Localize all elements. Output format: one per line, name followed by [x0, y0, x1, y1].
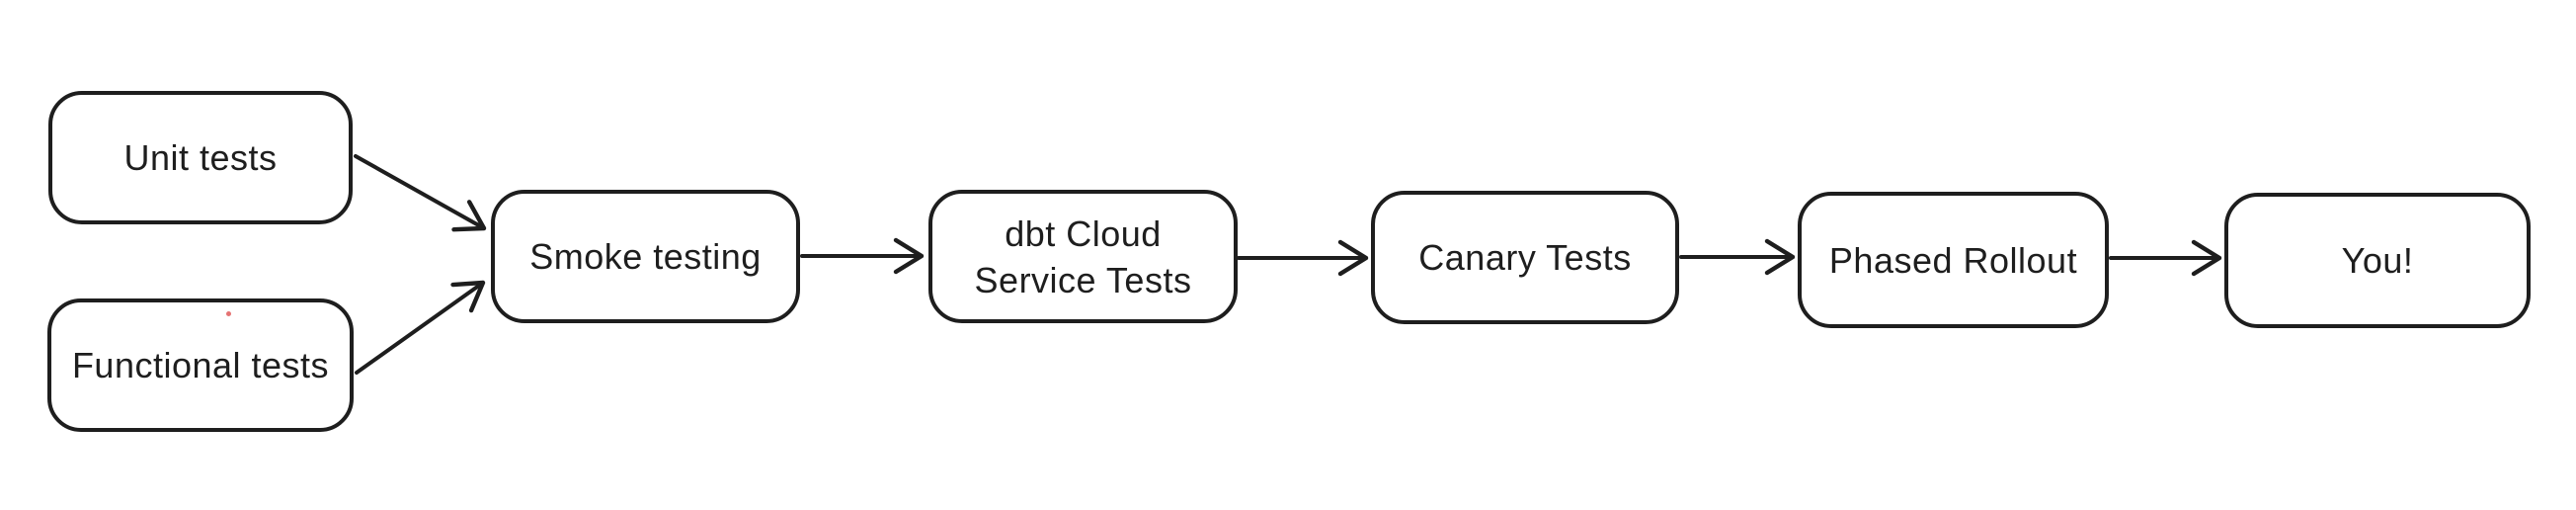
node-canary-tests-label: Canary Tests: [1418, 237, 1632, 278]
node-smoke-testing: Smoke testing: [491, 190, 800, 323]
node-unit-tests-label: Unit tests: [123, 137, 278, 178]
node-you-label: You!: [2341, 240, 2414, 281]
node-dbt-cloud-service-tests-label: dbt Cloud Service Tests: [974, 212, 1192, 300]
node-you: You!: [2224, 193, 2531, 328]
node-functional-tests-label: Functional tests: [71, 345, 330, 385]
node-dbt-cloud-service-tests: dbt Cloud Service Tests: [928, 190, 1238, 323]
node-functional-tests: Functional tests: [47, 298, 354, 432]
node-phased-rollout: Phased Rollout: [1798, 192, 2109, 328]
stray-red-dot: [226, 311, 231, 316]
node-unit-tests: Unit tests: [48, 91, 353, 224]
edge-functional-tests-to-smoke-testing: [355, 280, 486, 375]
node-canary-tests: Canary Tests: [1371, 191, 1679, 324]
node-phased-rollout-label: Phased Rollout: [1828, 239, 2078, 281]
edge-unit-tests-to-smoke-testing: [354, 154, 487, 232]
node-smoke-testing-label: Smoke testing: [529, 236, 762, 277]
